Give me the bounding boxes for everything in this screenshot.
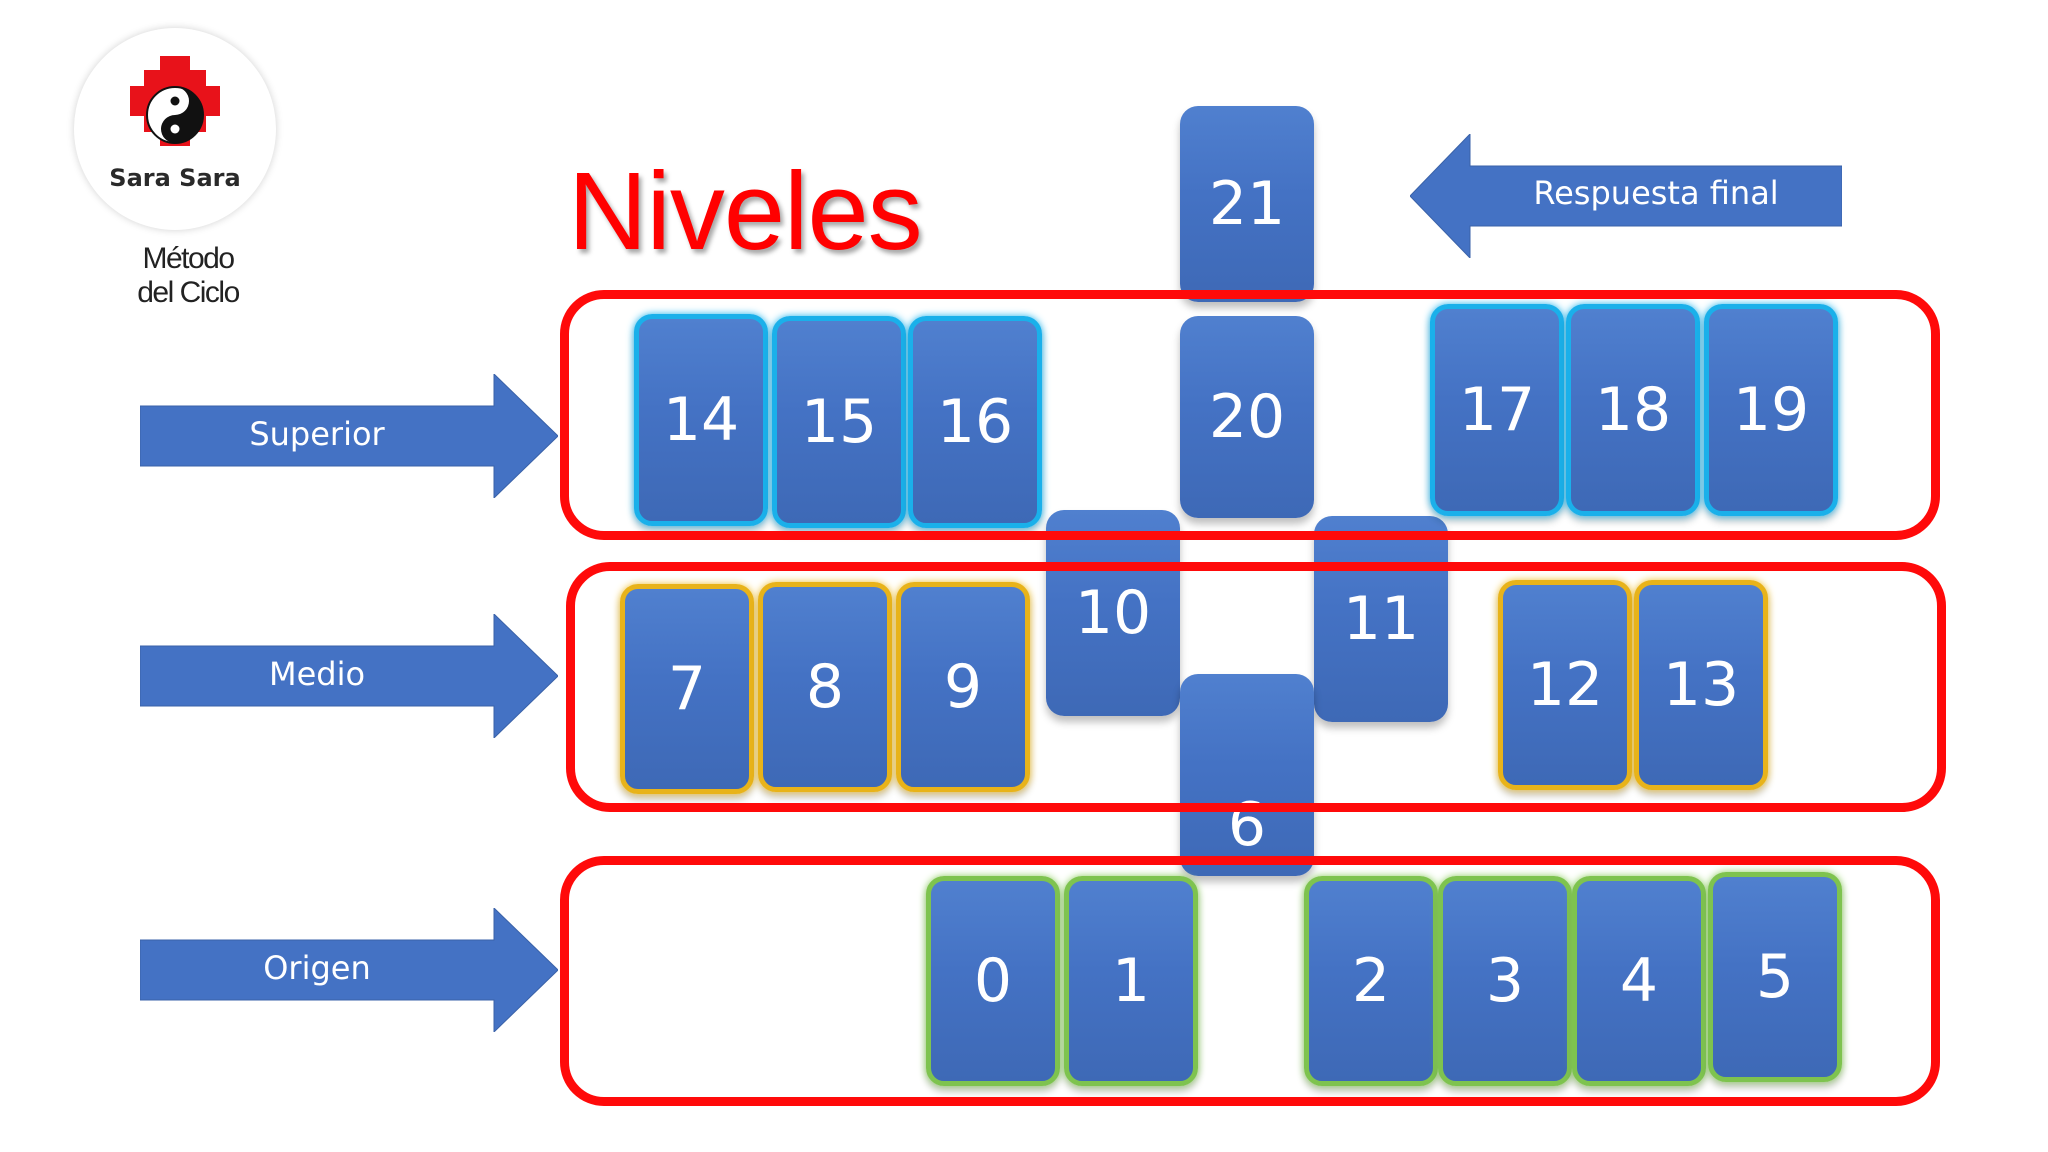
level-group-medio — [566, 562, 1946, 812]
card-4: 4 — [1572, 876, 1706, 1086]
level-arrow-origen — [140, 908, 558, 1032]
card-7: 7 — [620, 584, 754, 794]
card-1: 1 — [1064, 876, 1198, 1086]
card-16: 16 — [908, 316, 1042, 528]
logo-name: Sara Sara — [109, 164, 241, 192]
level-label-superior: Superior — [249, 415, 385, 453]
card-15: 15 — [772, 316, 906, 528]
card-20: 20 — [1180, 316, 1314, 518]
method-caption: Método del Ciclo — [116, 242, 260, 310]
card-14: 14 — [634, 314, 768, 526]
method-caption-line2: del Ciclo — [137, 276, 240, 309]
sara-sara-logo: Sara Sara — [74, 28, 276, 230]
level-arrow-medio — [140, 614, 558, 738]
card-8: 8 — [758, 582, 892, 792]
card-12: 12 — [1498, 580, 1632, 790]
card-18: 18 — [1566, 304, 1700, 516]
card-21: 21 — [1180, 106, 1314, 302]
page-title: Niveles — [568, 150, 923, 273]
level-label-origen: Origen — [263, 949, 371, 987]
card-3: 3 — [1438, 876, 1572, 1086]
method-caption-line1: Método — [142, 242, 235, 275]
level-group-superior — [560, 290, 1940, 540]
card-13: 13 — [1634, 580, 1768, 790]
level-arrow-superior — [140, 374, 558, 498]
card-17: 17 — [1430, 304, 1564, 516]
card-10: 10 — [1046, 510, 1180, 716]
card-5: 5 — [1708, 872, 1842, 1082]
level-label-medio: Medio — [268, 655, 366, 693]
yin-yang-icon — [146, 86, 204, 144]
card-9: 9 — [896, 582, 1030, 792]
card-6: 6 — [1180, 674, 1314, 876]
level-group-origen — [560, 856, 1940, 1106]
card-2: 2 — [1304, 876, 1438, 1086]
final-answer-label: Respuesta final — [1533, 174, 1779, 212]
final-answer-arrow — [1410, 134, 1842, 258]
card-0: 0 — [926, 876, 1060, 1086]
card-19: 19 — [1704, 304, 1838, 516]
card-11: 11 — [1314, 516, 1448, 722]
